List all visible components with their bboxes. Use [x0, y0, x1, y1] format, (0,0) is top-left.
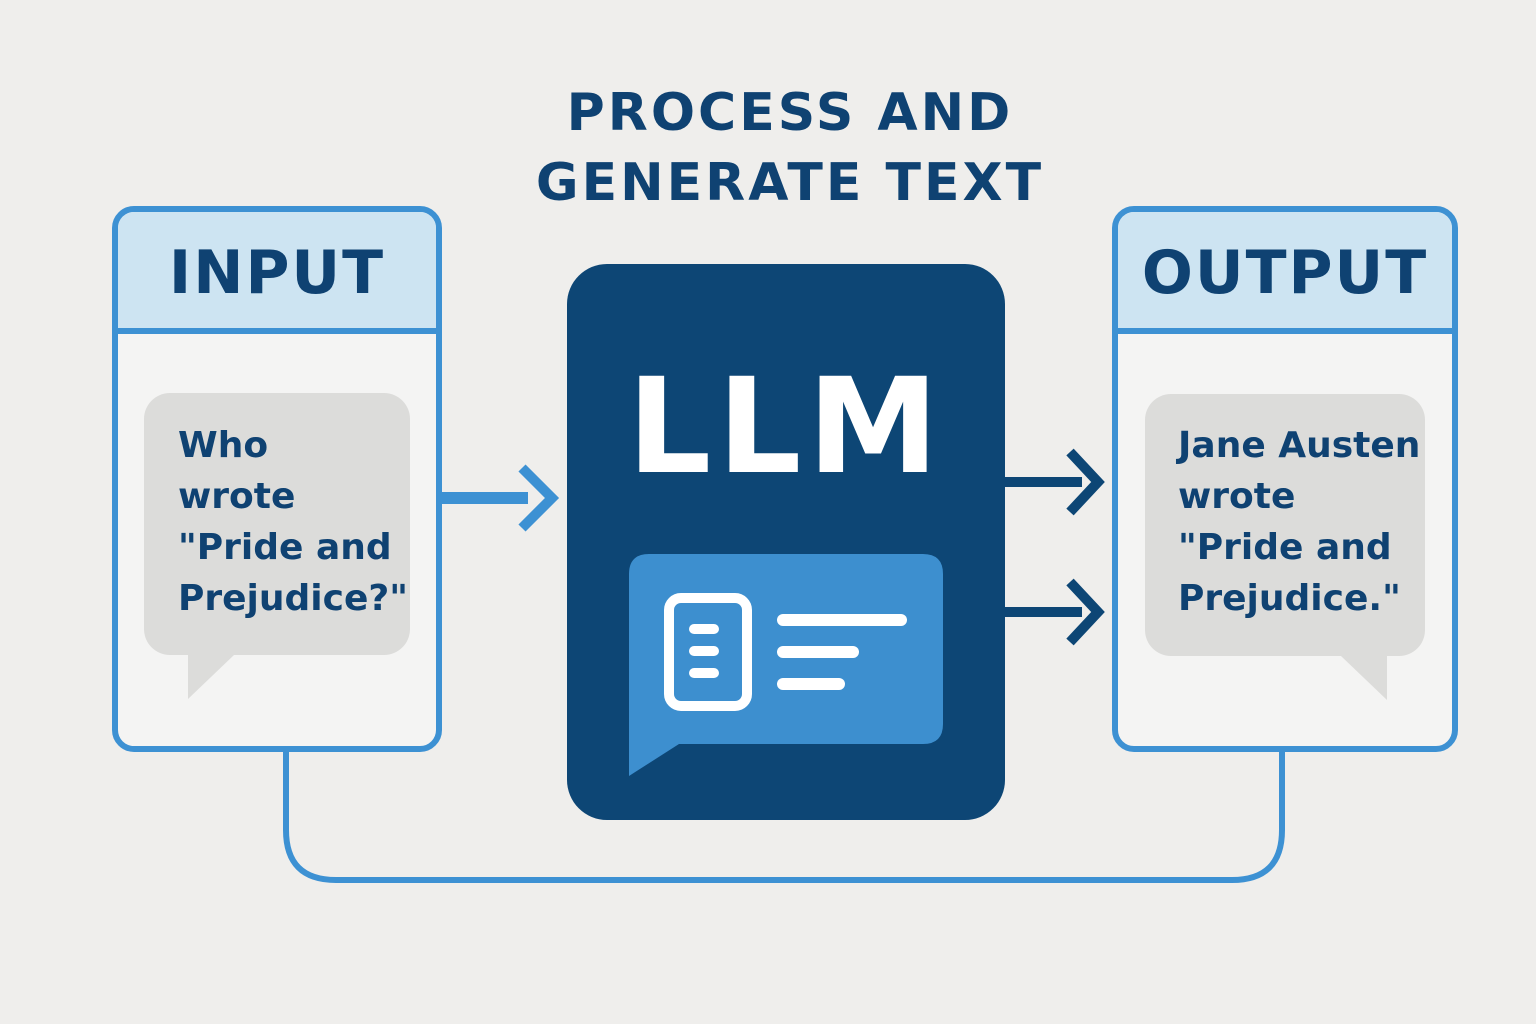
output-header: OUTPUT — [1118, 212, 1452, 334]
input-line-1: Who — [178, 425, 269, 466]
input-line-4: Prejudice?" — [178, 578, 409, 619]
feedback-loop-line — [283, 752, 1285, 883]
output-panel: OUTPUT Jane Austen wrote "Pride and Prej… — [1112, 206, 1458, 752]
diagram-title: PROCESS AND GENERATE TEXT — [440, 78, 1140, 218]
document-chat-icon — [629, 554, 943, 776]
input-arrow — [442, 464, 560, 532]
input-bubble-tail — [188, 655, 234, 699]
input-panel: INPUT Who wrote "Pride and Prejudice?" — [112, 206, 442, 752]
output-line-2: wrote — [1178, 476, 1296, 517]
output-arrow-bottom — [1005, 578, 1105, 646]
output-speech-bubble: Jane Austen wrote "Pride and Prejudice." — [1145, 394, 1425, 656]
input-line-3: "Pride and — [178, 527, 392, 568]
output-bubble-tail — [1341, 656, 1387, 700]
input-line-2: wrote — [178, 476, 296, 517]
output-line-4: Prejudice." — [1178, 578, 1401, 619]
output-line-3: "Pride and — [1178, 527, 1392, 568]
title-line-2: GENERATE TEXT — [535, 153, 1045, 213]
llm-label: LLM — [627, 350, 945, 504]
title-line-1: PROCESS AND — [566, 83, 1014, 143]
output-line-1: Jane Austen — [1178, 425, 1421, 466]
input-speech-bubble: Who wrote "Pride and Prejudice?" — [144, 393, 410, 655]
llm-block: LLM — [567, 264, 1005, 820]
input-header: INPUT — [118, 212, 436, 334]
output-arrow-top — [1005, 448, 1105, 516]
